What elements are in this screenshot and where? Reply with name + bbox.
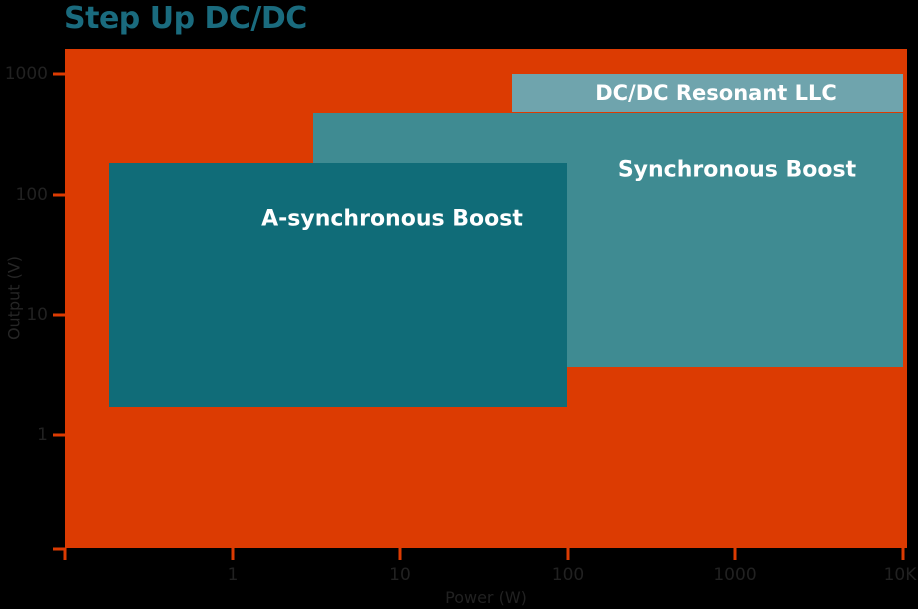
x-tick-mark <box>733 548 737 560</box>
region-label-asynchronous-boost: A-synchronous Boost <box>261 206 523 232</box>
y-tick-mark <box>53 547 65 551</box>
region-asynchronous-boost: A-synchronous Boost <box>109 163 567 407</box>
x-axis-title: Power (W) <box>445 588 527 607</box>
region-label-synchronous-boost: Synchronous Boost <box>617 157 857 183</box>
region-label-dcdc-resonant-llc: DC/DC Resonant LLC <box>595 81 837 105</box>
y-tick-label: 100 <box>15 185 48 205</box>
x-tick-mark <box>231 548 235 560</box>
y-tick-label: 10 <box>26 305 48 325</box>
region-dcdc-resonant-llc: DC/DC Resonant LLC <box>512 74 903 112</box>
x-tick-label: 100 <box>551 565 585 585</box>
chart-title: Step Up DC/DC <box>64 1 307 36</box>
x-tick-mark <box>63 548 67 560</box>
x-tick-mark <box>566 548 570 560</box>
y-tick-mark <box>53 193 65 197</box>
y-tick-label: 1 <box>37 425 48 445</box>
x-tick-label: 1 <box>227 565 239 585</box>
x-tick-mark <box>398 548 402 560</box>
y-tick-mark <box>53 313 65 317</box>
x-tick-label: 10 <box>389 565 411 585</box>
y-tick-mark <box>53 72 65 76</box>
x-tick-label: 1000 <box>713 565 757 585</box>
y-tick-mark <box>53 433 65 437</box>
plot-area: Synchronous Boost DC/DC Resonant LLC A-s… <box>65 49 907 548</box>
x-tick-label: 10K <box>883 565 917 585</box>
x-tick-mark <box>901 548 905 560</box>
y-tick-label: 1000 <box>4 64 48 84</box>
y-axis-title: Output (V) <box>4 255 24 341</box>
